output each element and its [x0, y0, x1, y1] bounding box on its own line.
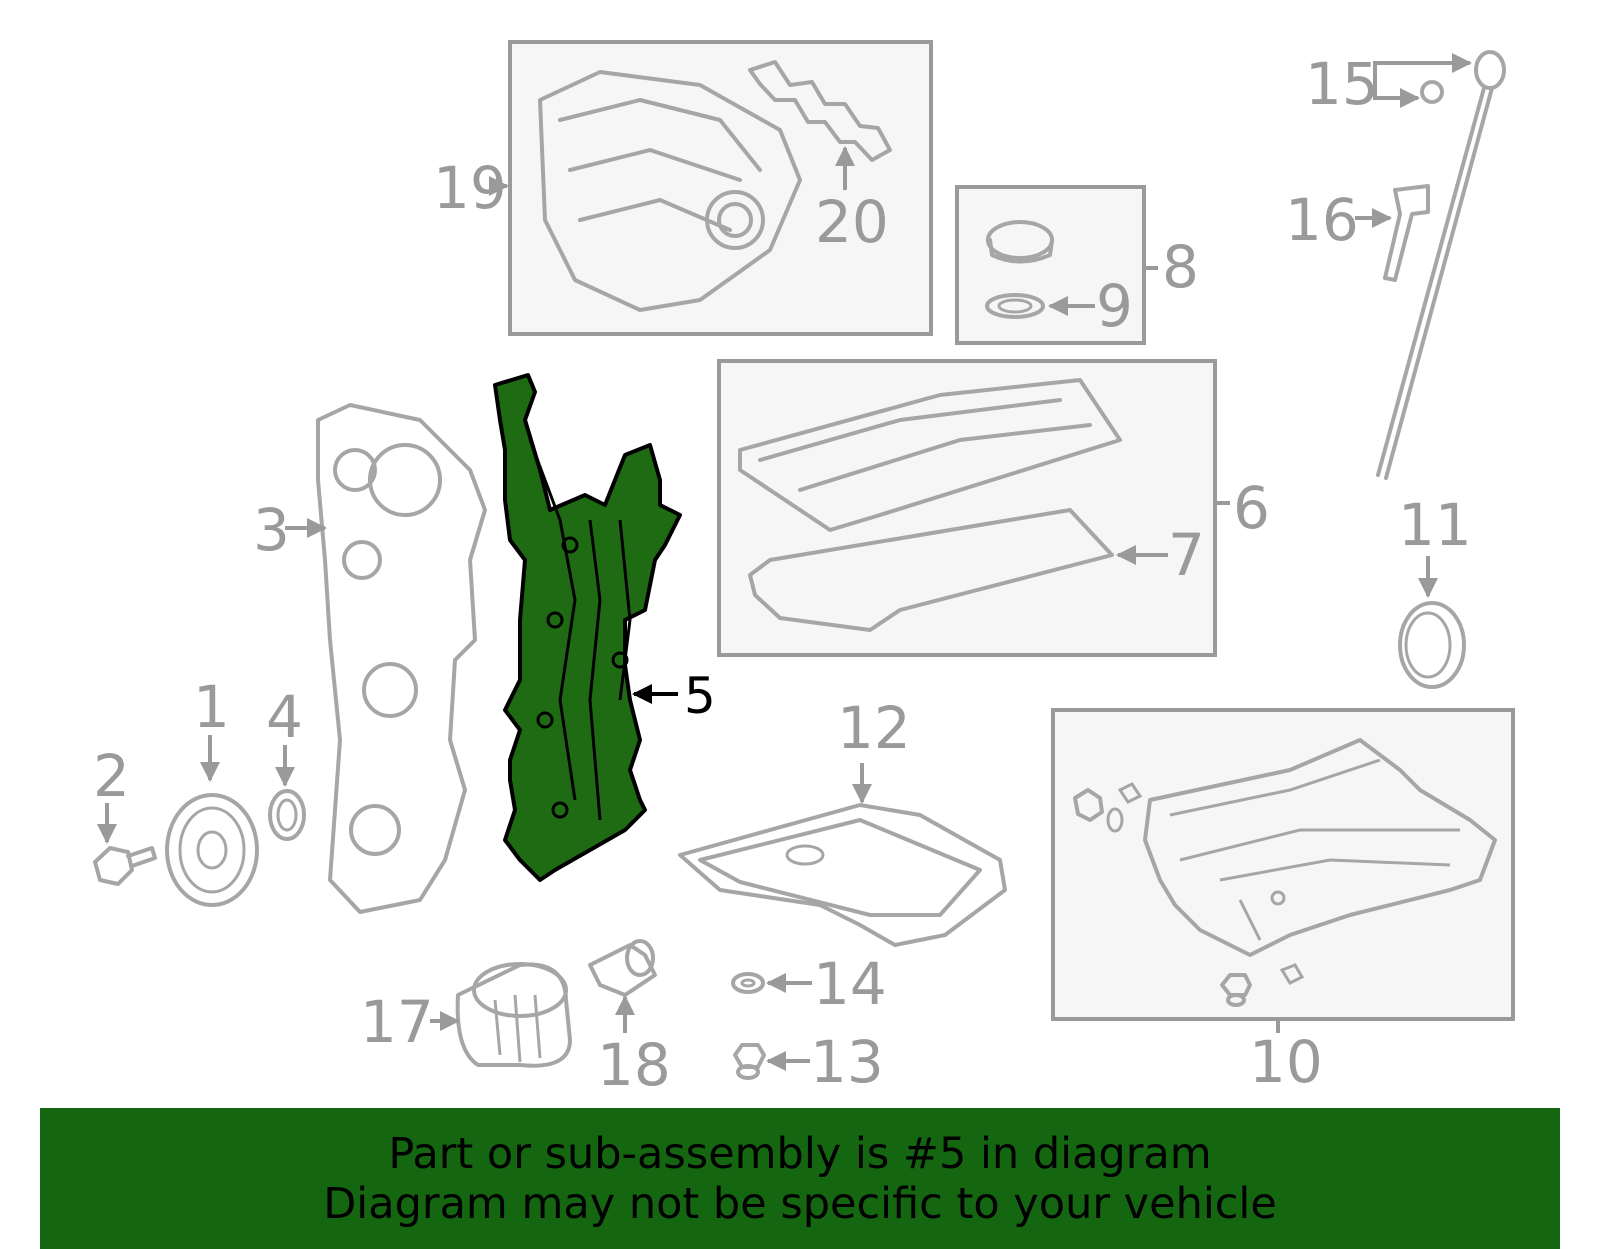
- callout-3[interactable]: 3: [253, 496, 290, 564]
- callout-13[interactable]: 13: [810, 1028, 884, 1096]
- callout-14[interactable]: 14: [813, 950, 887, 1018]
- intake-manifold-part[interactable]: [538, 70, 802, 312]
- callout-11[interactable]: 11: [1398, 491, 1472, 559]
- banner-line-1: Part or sub-assembly is #5 in diagram: [388, 1128, 1212, 1179]
- callout-8[interactable]: 8: [1162, 233, 1199, 301]
- oil-pan-plug-part[interactable]: [1073, 782, 1305, 1007]
- dipstick-part[interactable]: [1376, 50, 1506, 480]
- dipstick-oring-part[interactable]: [1420, 80, 1444, 104]
- intake-gasket-part[interactable]: [748, 60, 892, 162]
- callout-4[interactable]: 4: [266, 683, 303, 751]
- callout-6[interactable]: 6: [1233, 474, 1270, 542]
- filter-element-part[interactable]: [588, 939, 657, 997]
- info-banner: Part or sub-assembly is #5 in diagram Di…: [40, 1108, 1560, 1249]
- timing-chain-cover-part-5[interactable]: [493, 373, 682, 882]
- callout-12[interactable]: 12: [837, 694, 911, 762]
- callout-15[interactable]: 15: [1305, 50, 1379, 118]
- crankshaft-seal-part[interactable]: [1398, 601, 1466, 689]
- callout-19[interactable]: 19: [433, 154, 507, 222]
- callout-9[interactable]: 9: [1096, 272, 1133, 340]
- callout-5[interactable]: 5: [684, 667, 716, 725]
- banner-line-2: Diagram may not be specific to your vehi…: [323, 1178, 1277, 1229]
- upper-oil-pan-part[interactable]: [1143, 738, 1497, 957]
- oil-filter-part[interactable]: [455, 962, 572, 1068]
- valve-cover-gasket-part[interactable]: [748, 508, 1114, 632]
- timing-cover-part[interactable]: [316, 403, 487, 914]
- dipstick-guide-part[interactable]: [1383, 184, 1430, 282]
- pulley-bolt-part[interactable]: [93, 846, 157, 886]
- lower-oil-pan-part[interactable]: [678, 803, 1007, 947]
- callout-2[interactable]: 2: [93, 742, 130, 810]
- oil-cap-box: [955, 185, 1146, 345]
- callout-18[interactable]: 18: [597, 1031, 671, 1099]
- front-seal-part[interactable]: [268, 789, 306, 841]
- callout-20[interactable]: 20: [815, 188, 889, 256]
- callout-1[interactable]: 1: [193, 673, 230, 741]
- callout-17[interactable]: 17: [360, 988, 434, 1056]
- drain-gasket-part[interactable]: [731, 972, 765, 994]
- drain-plug-part[interactable]: [733, 1043, 766, 1080]
- crankshaft-pulley-part[interactable]: [165, 793, 259, 907]
- leader-15b: [1373, 84, 1420, 108]
- leader-15a: [1373, 53, 1472, 84]
- callout-10[interactable]: 10: [1249, 1028, 1323, 1096]
- callout-7[interactable]: 7: [1168, 521, 1205, 589]
- valve-cover-part[interactable]: [738, 378, 1122, 532]
- callout-16[interactable]: 16: [1285, 186, 1359, 254]
- oil-filler-cap-part[interactable]: [985, 220, 1054, 319]
